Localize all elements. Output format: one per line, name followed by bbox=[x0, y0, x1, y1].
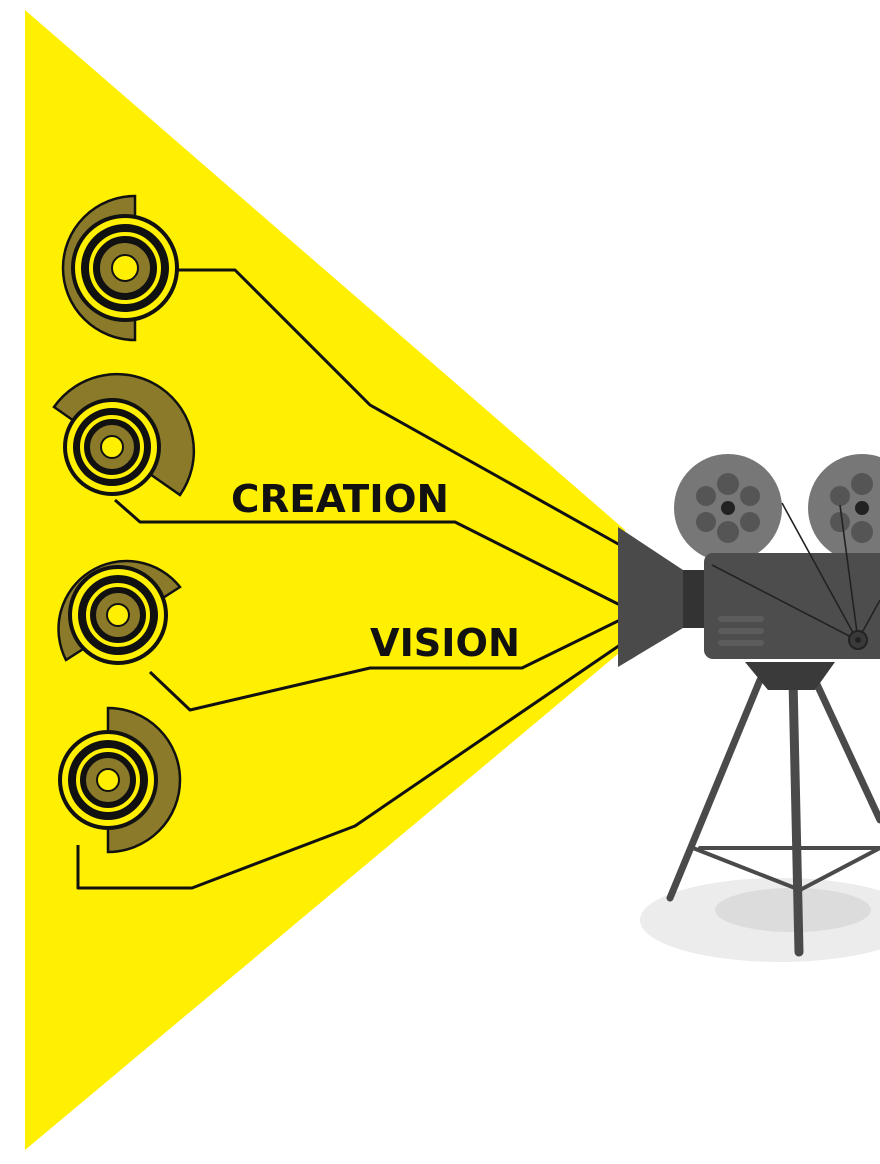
label-creation: CREATION bbox=[231, 477, 449, 521]
tripod-mount bbox=[745, 662, 835, 690]
connector-line-3 bbox=[148, 618, 621, 712]
camera-lens-hood bbox=[618, 527, 683, 667]
connector-line-4 bbox=[76, 643, 621, 890]
camera-lens bbox=[683, 570, 705, 628]
ring-icon bbox=[52, 372, 196, 497]
connector-lines bbox=[76, 268, 621, 890]
film-reel-icon bbox=[808, 454, 880, 562]
tripod-shadow bbox=[640, 878, 880, 962]
tripod-icon bbox=[666, 675, 880, 957]
ring-icon bbox=[61, 194, 179, 342]
connector-line-1 bbox=[172, 268, 621, 547]
connector-line-2 bbox=[114, 498, 621, 607]
camera-vent bbox=[718, 616, 764, 646]
film-camera-icon bbox=[618, 502, 880, 667]
ring-icon bbox=[57, 559, 182, 665]
film-reel-icon bbox=[674, 454, 782, 562]
ring-icon bbox=[58, 706, 182, 854]
light-beam bbox=[25, 10, 625, 1150]
label-vision: VISION bbox=[370, 621, 520, 665]
